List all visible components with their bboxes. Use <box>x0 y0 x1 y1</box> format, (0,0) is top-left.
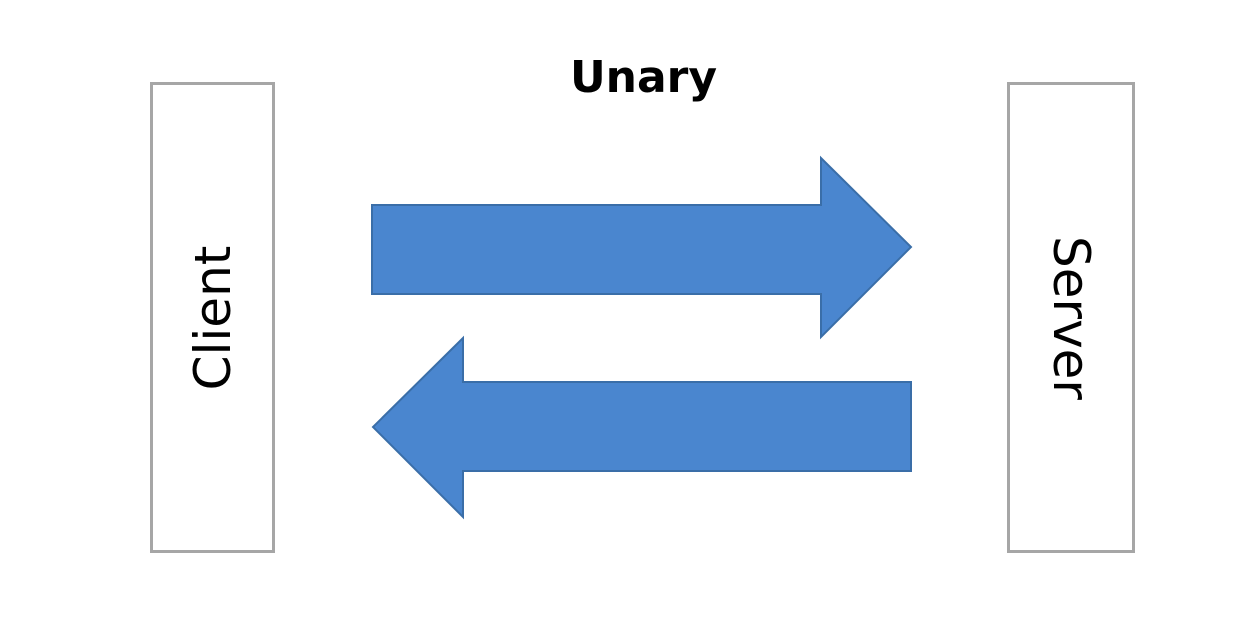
request-arrow <box>371 155 913 340</box>
response-arrow <box>371 335 912 520</box>
diagram-title: Unary <box>569 52 718 103</box>
client-box: Client <box>150 82 275 553</box>
server-box: Server <box>1007 82 1135 553</box>
